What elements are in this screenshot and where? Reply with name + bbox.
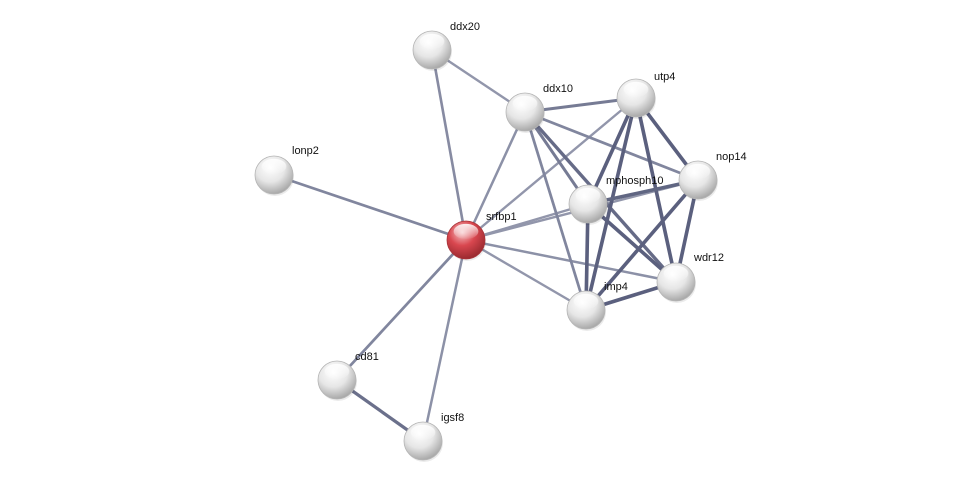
- node-gloss: [663, 265, 689, 282]
- edge-mphosph10-wdr12: [586, 202, 678, 284]
- node-label: wdr12: [693, 252, 724, 264]
- node-gloss: [261, 158, 287, 175]
- node-label: ddx10: [543, 83, 573, 95]
- node-gloss: [324, 363, 350, 380]
- node-gloss: [453, 223, 479, 240]
- edge-srfbp1-utp4: [464, 96, 638, 242]
- node-gloss: [573, 293, 599, 310]
- node-cd81[interactable]: cd81: [317, 351, 379, 401]
- nodes-layer: srfbp1 ddx20 ddx10 utp4 nop14 mphosph10 wdr12 i…: [254, 21, 747, 462]
- edge-ddx10-imp4: [523, 110, 588, 312]
- node-gloss: [575, 187, 601, 204]
- node-label: igsf8: [441, 412, 464, 424]
- node-label: nop14: [716, 151, 747, 163]
- node-label: srfbp1: [486, 211, 517, 223]
- edge-srfbp1-imp4: [464, 238, 588, 312]
- edge-ddx10-nop14: [523, 110, 700, 182]
- node-wdr12[interactable]: wdr12: [656, 252, 724, 303]
- node-label: lonp2: [292, 145, 319, 157]
- node-gloss: [685, 163, 711, 180]
- node-lonp2[interactable]: lonp2: [254, 145, 319, 196]
- node-gloss: [512, 95, 538, 112]
- node-label: utp4: [654, 71, 675, 83]
- node-srfbp1[interactable]: srfbp1: [446, 211, 517, 261]
- node-utp4[interactable]: utp4: [616, 71, 675, 119]
- edge-srfbp1-ddx10: [464, 110, 527, 242]
- node-ddx20[interactable]: ddx20: [412, 21, 480, 71]
- node-ddx10[interactable]: ddx10: [505, 83, 573, 133]
- node-gloss: [623, 81, 649, 98]
- node-igsf8[interactable]: igsf8: [403, 412, 464, 462]
- edge-srfbp1-lonp2: [272, 173, 468, 242]
- node-gloss: [410, 424, 436, 441]
- edge-srfbp1-ddx20: [430, 48, 468, 242]
- node-label: mphosph10: [606, 175, 664, 187]
- node-imp4[interactable]: imp4: [566, 281, 628, 331]
- node-mphosph10[interactable]: mphosph10: [568, 175, 664, 225]
- edge-srfbp1-igsf8: [421, 238, 468, 443]
- node-label: imp4: [604, 281, 628, 293]
- node-gloss: [419, 33, 445, 50]
- node-label: ddx20: [450, 21, 480, 33]
- node-label: cd81: [355, 351, 379, 363]
- edge-nop14-imp4: [584, 178, 700, 312]
- edge-utp4-imp4: [584, 96, 638, 312]
- node-nop14[interactable]: nop14: [678, 151, 747, 201]
- edge-srfbp1-cd81: [335, 238, 468, 382]
